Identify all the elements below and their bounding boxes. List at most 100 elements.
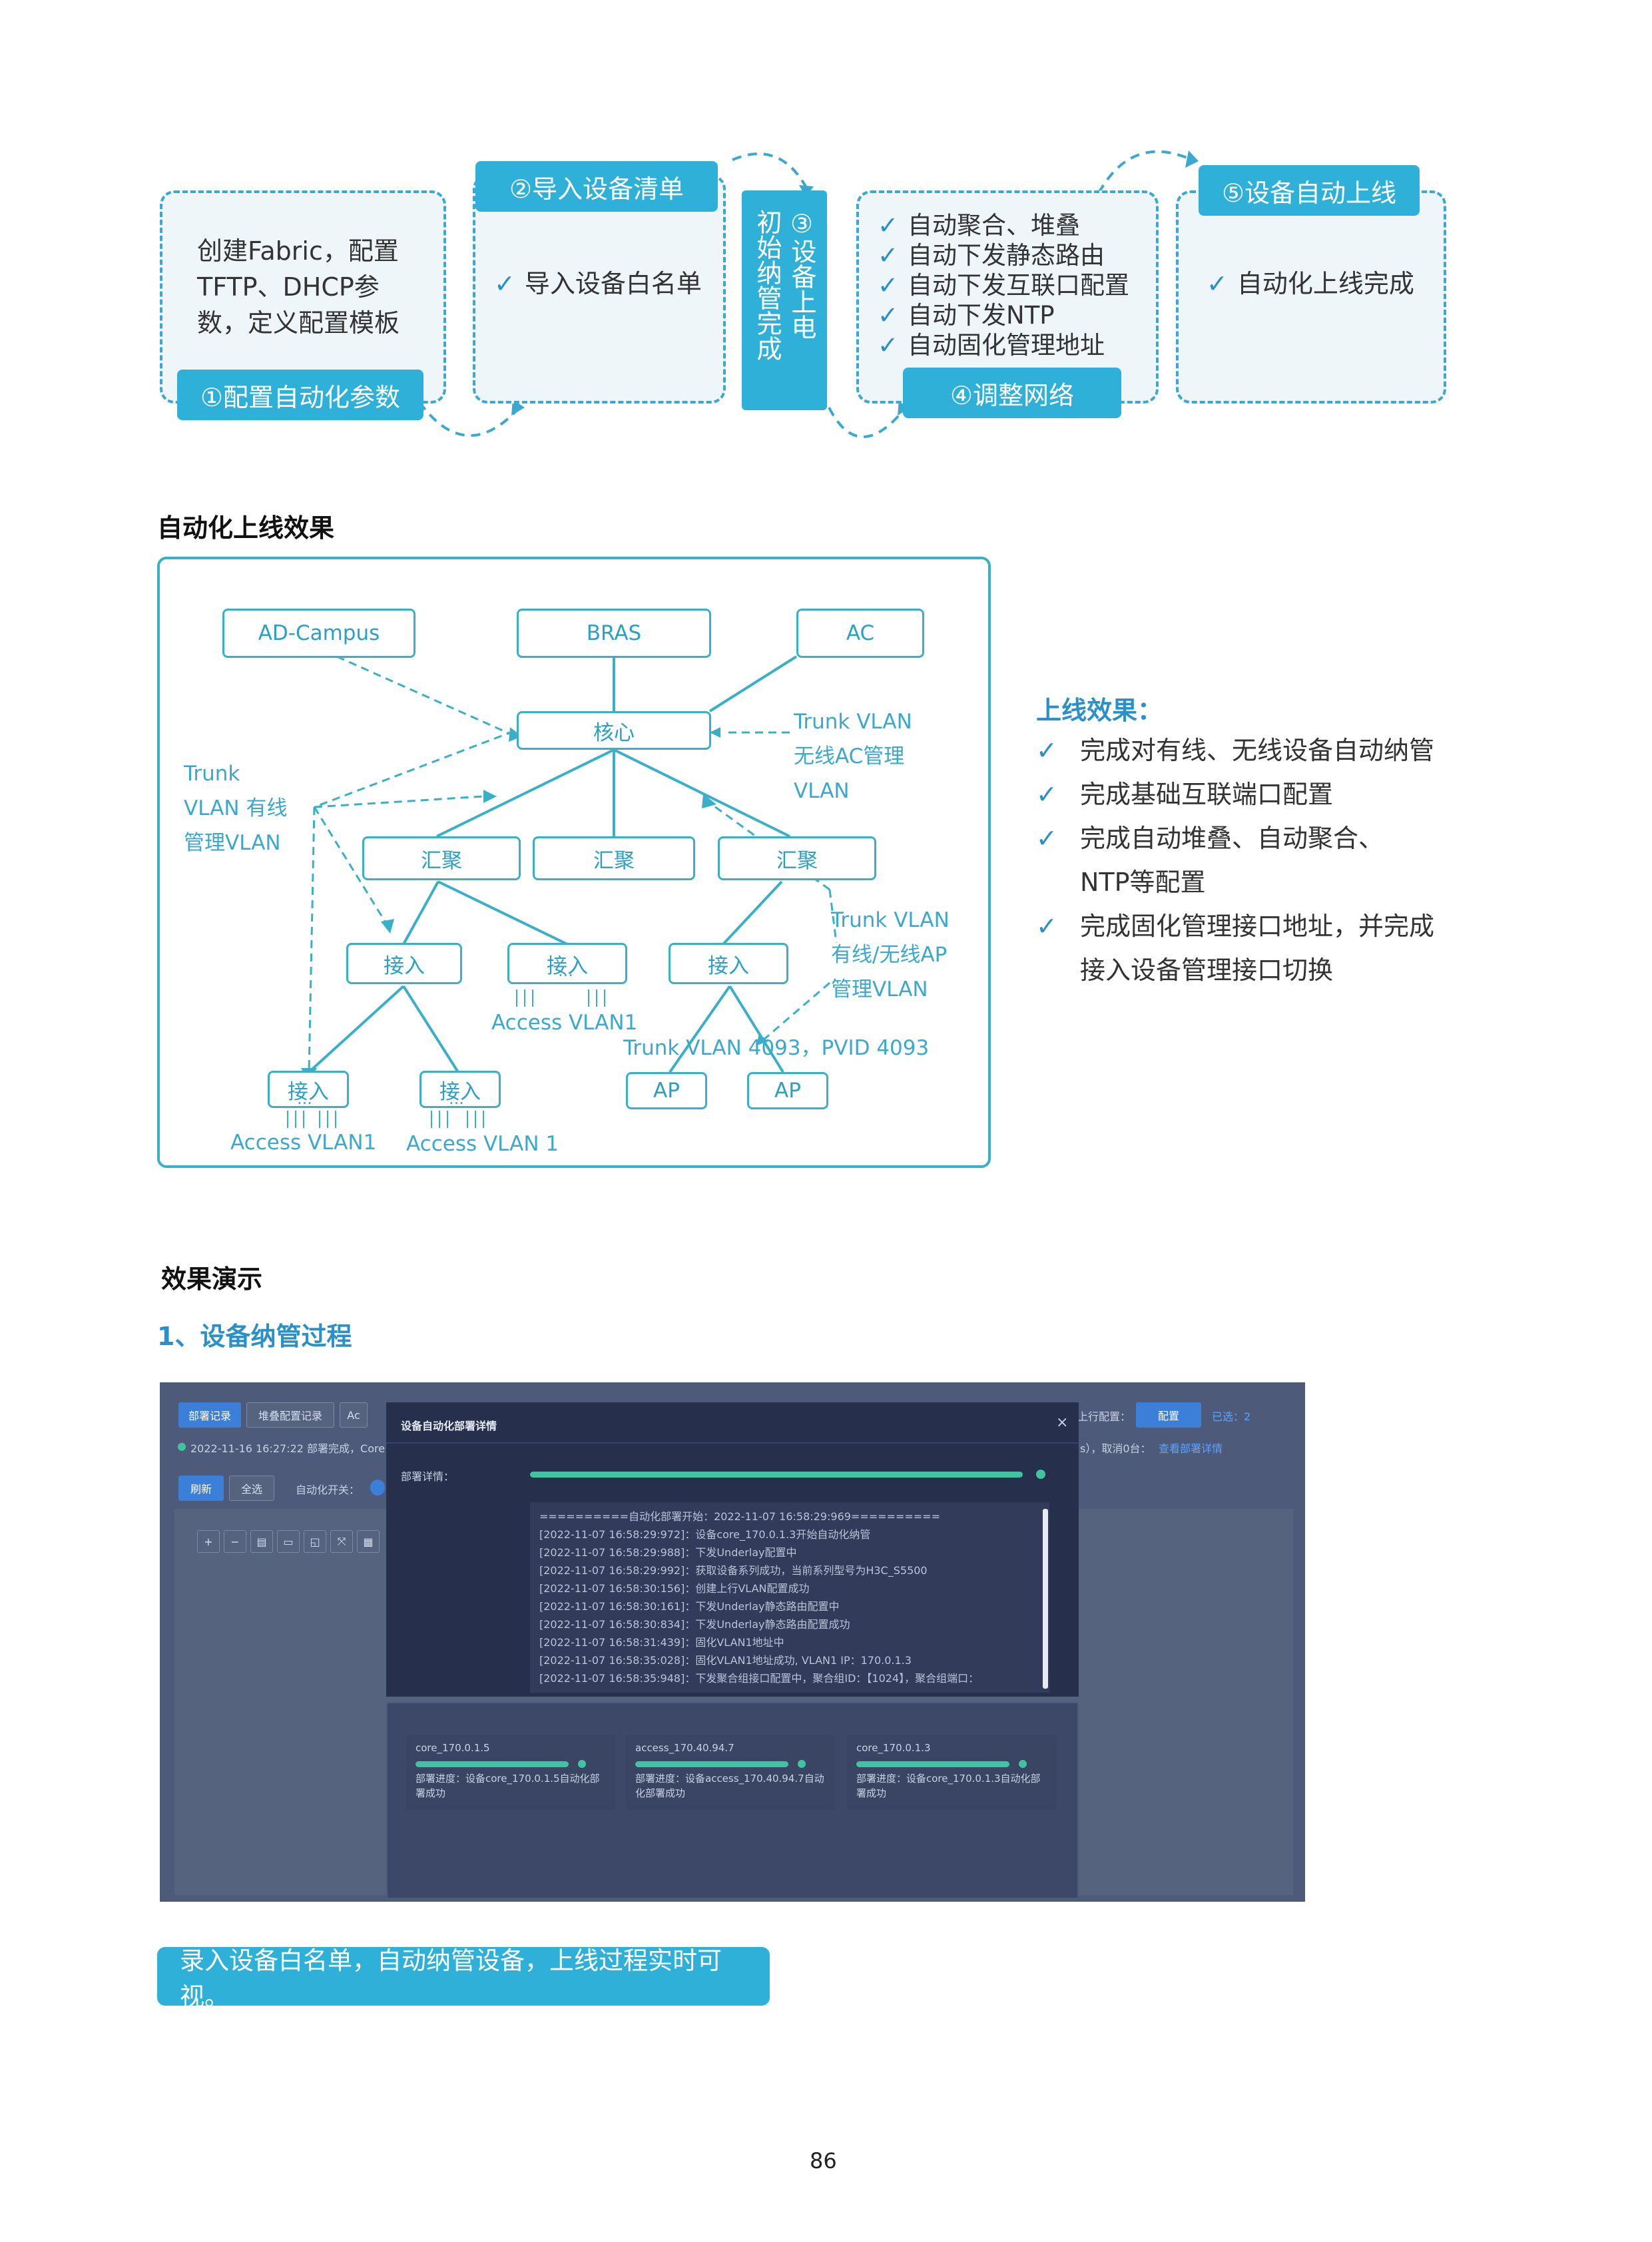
node-ap2: AP [747, 1072, 828, 1109]
device-status: 部署进度：设备core_170.0.1.5自动化部署成功 [415, 1773, 600, 1799]
step4-item: 自动下发NTP [908, 301, 1055, 330]
label-trunk-4093: Trunk VLAN 4093，PVID 4093 [623, 1036, 930, 1060]
image-icon[interactable]: ▭ [277, 1530, 300, 1553]
select-all-button[interactable]: 全选 [229, 1476, 274, 1501]
label-access-left1: Access VLAN1 [230, 1131, 377, 1155]
device-card[interactable]: access_170.40.94.7 部署进度：设备access_170.40.… [626, 1735, 835, 1810]
node-agg1: 汇聚 [362, 836, 521, 880]
auto-switch-label: 自动化开关： [296, 1484, 360, 1496]
link-agg1-acc2 [437, 880, 568, 946]
log-line: ==========自动化部署开始：2022-11-07 16:58:29:96… [539, 1510, 940, 1523]
dashed-adcampus-core [336, 655, 511, 735]
label-line: Trunk VLAN [794, 710, 912, 734]
node-bras: BRAS [517, 609, 711, 658]
node-agg2: 汇聚 [533, 836, 695, 880]
effect-item: 完成自动堆叠、自动聚合、NTP等配置 [1080, 824, 1384, 897]
node-acc2: 接入 [507, 943, 627, 984]
step3-col2: 初始纳管完成 [752, 209, 782, 361]
device-card[interactable]: core_170.0.1.3 部署进度：设备core_170.0.1.3自动化部… [847, 1735, 1056, 1810]
device-status: 部署进度：设备core_170.0.1.3自动化部署成功 [856, 1773, 1041, 1799]
fit-icon[interactable]: ▤ [250, 1530, 273, 1553]
log-scrollbar[interactable] [1043, 1509, 1048, 1689]
step1-text: 创建Fabric，配置 TFTP、DHCP参 数，定义配置模板 [197, 233, 400, 341]
node-agg3: 汇聚 [718, 836, 876, 880]
log-line: [2022-11-07 16:58:30:156]：创建上行VLAN配置成功 [539, 1582, 810, 1595]
effect-item: 完成固化管理接口地址，并完成接入设备管理接口切换 [1080, 912, 1435, 985]
page-number: 86 [810, 2148, 837, 2173]
device-status: 部署进度：设备access_170.40.94.7自动化部署成功 [635, 1773, 824, 1799]
effects-list: ✓完成对有线、无线设备自动纳管 ✓完成基础互联端口配置 ✓完成自动堆叠、自动聚合… [1036, 728, 1449, 992]
check-icon: ✓ [878, 301, 899, 330]
section-title-demo: 效果演示 [161, 1264, 263, 1294]
close-icon[interactable]: × [1056, 1414, 1069, 1431]
label-access-mid: Access VLAN1 [491, 1011, 638, 1035]
log-line: [2022-11-07 16:58:35:028]：固化VLAN1地址成功, V… [539, 1654, 912, 1667]
link-acc1-acc4 [308, 985, 405, 1073]
check-icon: ✓ [878, 211, 899, 240]
demo-screenshot: 部署记录 堆叠配置记录 Ac ● 2022-11-16 16:27:22 部署完… [160, 1382, 1305, 1902]
grid-icon[interactable]: ▦ [357, 1530, 380, 1553]
node-ap1: AP [626, 1072, 707, 1109]
config-button[interactable]: 配置 [1136, 1402, 1201, 1428]
step2-item: 导入设备白名单 [524, 269, 702, 298]
link-acc3-ap2 [728, 985, 784, 1073]
tab-deploy-records[interactable]: 部署记录 [178, 1402, 241, 1428]
label-access-left2: Access VLAN 1 [406, 1132, 559, 1156]
device-card[interactable]: core_170.0.1.5 部署进度：设备core_170.0.1.5自动化部… [406, 1735, 615, 1810]
zoom-out-icon[interactable]: − [224, 1530, 246, 1553]
zoom-in-icon[interactable]: + [197, 1530, 220, 1553]
step4-item: 自动下发静态路由 [908, 241, 1105, 270]
device-name: core_170.0.1.3 [856, 1742, 931, 1754]
log-line: [2022-11-07 16:58:30:834]：下发Underlay静态路由… [539, 1618, 850, 1631]
status-right: s），取消0台： [1080, 1442, 1151, 1455]
tab-ac[interactable]: Ac [340, 1402, 368, 1428]
layout-icon[interactable]: ⤧ [330, 1530, 353, 1553]
dots-acc4: ... [297, 1089, 312, 1108]
label-trunk-ap: Trunk VLAN 有线/无线AP 管理VLAN [831, 903, 950, 1007]
step4-list: ✓自动聚合、堆叠 ✓自动下发静态路由 ✓自动下发互联口配置 ✓自动下发NTP ✓… [878, 210, 1129, 360]
label-line: 无线AC管理 [794, 744, 905, 768]
step4-item: 自动下发互联口配置 [908, 271, 1130, 300]
log-line: [2022-11-07 16:58:29:988]：下发Underlay配置中 [539, 1546, 797, 1559]
step1-line: 创建Fabric，配置 [197, 236, 399, 266]
step4-item: 自动固化管理地址 [908, 331, 1105, 360]
step4-item: 自动聚合、堆叠 [908, 211, 1081, 240]
check-icon: ✓ [1036, 912, 1057, 941]
label-trunk-ac: Trunk VLAN 无线AC管理 VLAN [794, 704, 912, 808]
step1-line: 数，定义配置模板 [197, 308, 400, 338]
node-ac: AC [796, 609, 924, 658]
refresh-button[interactable]: 刷新 [178, 1476, 224, 1501]
step2-box [473, 174, 726, 404]
section-title-effect: 自动化上线效果 [157, 513, 335, 543]
step2-label: ②导入设备清单 [475, 161, 718, 212]
step5-item: 自动化上线完成 [1237, 269, 1414, 298]
step3-box: 初始纳管完成 ③设备上电 [742, 190, 827, 410]
auto-switch-toggle[interactable] [370, 1480, 385, 1496]
label-line: VLAN [794, 779, 850, 803]
node-acc5: 接入 [419, 1071, 501, 1108]
node-acc3: 接入 [669, 943, 788, 984]
uplink-label: 上行配置： [1077, 1410, 1131, 1423]
label-line: Trunk [184, 762, 240, 786]
view-detail-link[interactable]: 查看部署详情 [1159, 1442, 1223, 1455]
device-progress-bar [856, 1761, 1009, 1767]
step1-box [160, 190, 446, 404]
step5-list: ✓自动化上线完成 [1207, 269, 1414, 299]
link-acc1-acc5 [402, 985, 459, 1073]
label-trunk-left: Trunk VLAN 有线 管理VLAN [184, 756, 287, 860]
tab-stack-records[interactable]: 堆叠配置记录 [246, 1402, 334, 1428]
link-agg1-acc1 [402, 881, 439, 945]
save-icon[interactable]: ◱ [304, 1530, 326, 1553]
node-acc1: 接入 [346, 943, 462, 984]
selected-count: 已选：2 [1212, 1410, 1251, 1423]
check-icon: ✓ [878, 241, 899, 270]
check-icon: ✓ [1036, 736, 1057, 765]
topology-links [287, 655, 838, 1128]
check-icon: ✓ [878, 271, 899, 300]
node-core: 核心 [517, 711, 711, 750]
section-subtitle-demo: 1、设备纳管过程 [157, 1322, 352, 1351]
effect-item: 完成对有线、无线设备自动纳管 [1080, 736, 1435, 765]
status-dot [578, 1760, 586, 1768]
log-line: [2022-11-07 16:58:29:992]：获取设备系列成功，当前系列型… [539, 1564, 928, 1577]
flow-arrow [511, 400, 525, 416]
